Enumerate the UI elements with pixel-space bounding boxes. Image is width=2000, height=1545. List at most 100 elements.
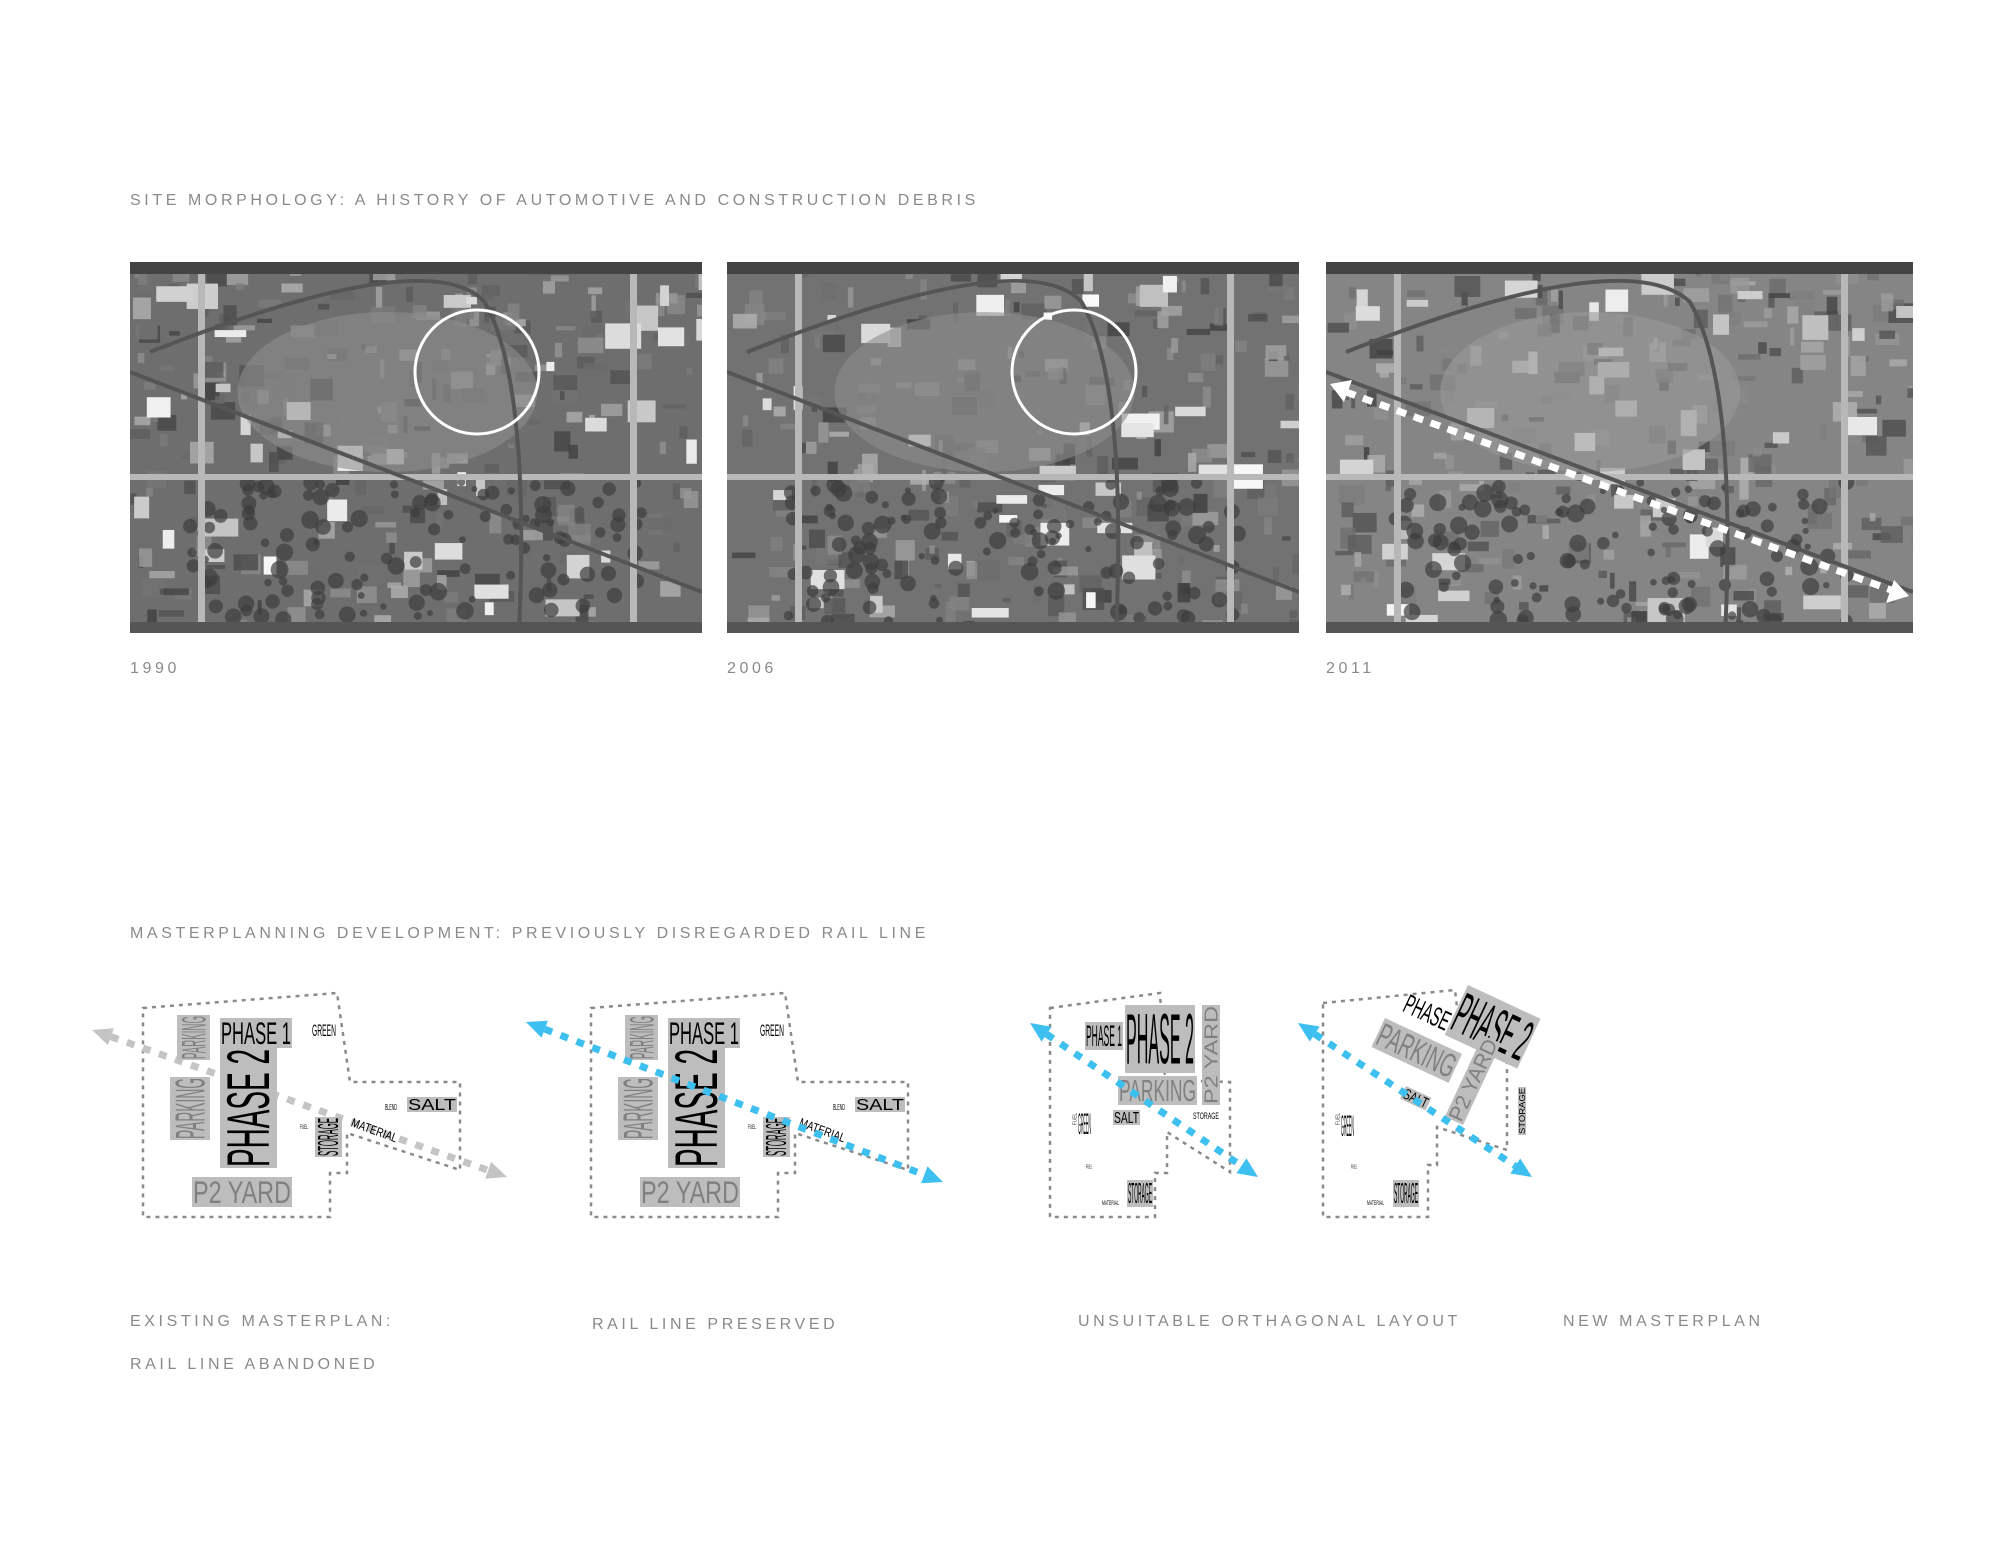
highlight-circle [413,308,541,436]
zone-label: MATERIAL [1367,1200,1384,1207]
zone-label: FUEL [300,1124,308,1131]
caption-new-masterplan: NEW MASTERPLAN [1563,1313,1764,1330]
zone-label: STORAGE [1517,1087,1527,1135]
year-label-2011: 2011 [1326,660,1375,677]
rail-line-arrow-icon [1298,1023,1532,1177]
site-boundary [141,991,462,1219]
site-boundary [589,991,910,1219]
zone-label-text: FUEL [1335,1113,1341,1125]
zone-label-text: PHASE 1 [669,1015,739,1051]
zone-label-text: FUEL [1351,1164,1357,1170]
zone-label-text: GREEN [760,1021,784,1040]
highlight-circle [1010,308,1138,436]
zone-label-text: FUEL [748,1124,756,1131]
zone-label-text: PHASE 2 [663,1049,730,1167]
aerial-image [1326,262,1913,633]
zone-label: GREEN [760,1021,784,1040]
zone-label: BLEND [385,1102,397,1112]
zone-label-text: FUEL [1072,1113,1078,1125]
aerial-image [727,262,1299,633]
zone-label-text: P2 YARD [1201,1006,1222,1104]
site-boundary [1321,988,1509,1219]
zone-label: FUEL [748,1124,756,1131]
zone-label: STORAGE [1193,1111,1219,1122]
zone-label-text: SALT [1114,1110,1139,1127]
zone-label-text: MATERIAL [1367,1200,1384,1207]
zone-label: BLEND [833,1102,845,1112]
zone-label-text: PHASE 2 [1126,999,1194,1079]
aerial-photo-1990 [130,262,702,633]
zone-label-text: PHASE 1 [1086,1020,1122,1053]
caption-existing-line2: RAIL LINE ABANDONED [130,1356,379,1373]
zone-label: STORAGE [1127,1178,1153,1210]
zone-label-text: GREEN [1341,1110,1354,1143]
zone-label-text: STORAGE [1394,1178,1418,1210]
zone-label: FUEL [1335,1113,1341,1125]
zone-label-text: PARKING [166,1078,213,1139]
section-title-masterplanning: MASTERPLANNING DEVELOPMENT: PREVIOUSLY D… [130,925,929,942]
zone-label: PARKING [166,1077,213,1140]
zone-label-text: STORAGE [1128,1178,1152,1210]
site-boundary [1048,991,1232,1219]
zone-label: PHASE 2 [215,1048,282,1168]
zone-label-text: MATERIAL [1102,1200,1119,1207]
zone-label: MATERIAL [349,1116,399,1146]
year-label-2006: 2006 [727,660,777,677]
zone-label-text: PARKING [614,1078,661,1139]
zone-label: PARKING [614,1077,661,1140]
zone-label: PARKING [175,1015,213,1060]
zone-label-text: P2 YARD [641,1174,739,1210]
zone-label-text: BLEND [385,1102,397,1112]
zone-label-text: PHASE 1 [221,1015,291,1051]
zone-label: STORAGE [1393,1178,1419,1210]
zone-label: SALT [1113,1110,1140,1127]
year-label-1990: 1990 [130,660,180,677]
zone-label: STORAGE [313,1117,345,1157]
zone-label-text: BLEND [833,1102,845,1112]
zone-label-text: PARKING [175,1016,213,1059]
zone-label: P2 YARD [640,1174,740,1210]
rail-line-arrow-icon [1030,1023,1258,1177]
zone-label-text: P2 YARD [193,1174,291,1210]
zone-label: GREEN [312,1021,336,1040]
zone-label: GREEN [1341,1110,1354,1143]
zone-label-text: STORAGE [1517,1088,1527,1134]
rail-line-arrow-icon [92,1028,507,1179]
zone-label-text: FUEL [300,1124,308,1131]
zone-label-text: MATERIAL [349,1116,399,1146]
aerial-photo-2011 [1326,262,1913,633]
zone-label: MATERIAL [1102,1200,1119,1207]
section-title-site-morphology: SITE MORPHOLOGY: A HISTORY OF AUTOMOTIVE… [130,192,979,209]
zone-label: SALT [855,1097,905,1114]
zone-label-text: FUEL [1086,1164,1092,1170]
zone-label: FUEL [1072,1113,1078,1125]
zone-label: FUEL [1351,1164,1357,1170]
zone-label: PHASE 1 [220,1015,292,1051]
zone-label-text: STORAGE [1193,1111,1219,1122]
aerial-photo-2006 [727,262,1299,633]
zone-label: PHASE 1 [668,1015,740,1051]
zone-label: PHASE 2 [1125,999,1195,1079]
zone-label-text: GREEN [1078,1108,1091,1141]
rail-line-arrow-icon [526,1020,943,1184]
caption-rail-preserved: RAIL LINE PRESERVED [592,1316,839,1333]
zone-label-text: PARKING [623,1016,661,1059]
zone-label-text: STORAGE [313,1118,345,1156]
zone-label: PARKING [623,1015,661,1060]
zone-label-text: GREEN [312,1021,336,1040]
zone-label: PARKING [1118,1074,1197,1108]
zone-label: FUEL [1086,1164,1092,1170]
zone-label-text: PARKING [1119,1074,1196,1108]
zone-label-text: PHASE 2 [215,1049,282,1167]
zone-label-text: SALT [408,1097,456,1114]
zone-label-text: SALT [856,1097,904,1114]
zone-label: P2 YARD [192,1174,292,1210]
